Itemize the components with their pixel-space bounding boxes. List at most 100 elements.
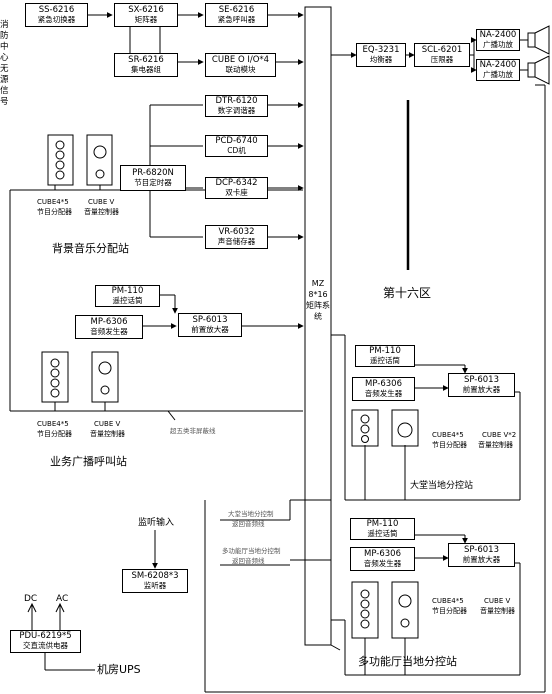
business-dist-label: CUBE4*5 bbox=[37, 420, 69, 428]
volume-controller-icon bbox=[86, 134, 113, 186]
emergency-switcher-model: SS-6216 bbox=[38, 4, 75, 15]
preamp-model: SP-6013 bbox=[192, 314, 228, 325]
timer-model: PR-6820N bbox=[132, 167, 174, 178]
cd-player-name: CD机 bbox=[227, 145, 246, 155]
hall-vol-label: CUBE V*2 bbox=[482, 431, 517, 439]
emergency-caller-box: SE-6216 紧急呼叫器 bbox=[205, 3, 268, 27]
remote-mic-box: PM-110 遥控话筒 bbox=[95, 285, 160, 307]
audio-generator-box: MP-6306 音频发生器 bbox=[350, 547, 415, 571]
audio-generator-name: 音频发生器 bbox=[364, 388, 403, 398]
multi-return-note-2: 返回音频线 bbox=[232, 557, 265, 565]
cassette-deck-box: DCP-6342 双卡座 bbox=[205, 177, 268, 199]
remote-mic-model: PM-110 bbox=[111, 285, 144, 296]
speaker-icon bbox=[527, 32, 536, 48]
emergency-switcher-box: SS-6216 紧急切换器 bbox=[25, 3, 88, 27]
multi-dist-name: 节目分配器 bbox=[432, 607, 467, 615]
power-supply-name: 交直流供电器 bbox=[23, 641, 68, 651]
power-amp-name: 广播功放 bbox=[483, 39, 513, 49]
limiter-name: 压限器 bbox=[430, 54, 454, 64]
hall-dist-name: 节目分配器 bbox=[432, 441, 467, 449]
ups-label: 机房UPS bbox=[97, 663, 141, 676]
remote-mic-box: PM-110 遥控话筒 bbox=[355, 345, 415, 367]
timer-box: PR-6820N 节目定时器 bbox=[120, 165, 186, 191]
power-amp-model: NA-2400 bbox=[479, 59, 517, 70]
audio-generator-model: MP-6306 bbox=[364, 548, 401, 559]
voice-recorder-box: VR-6032 声音储存器 bbox=[205, 225, 268, 249]
multi-return-note-1: 多功能厅当地分控制 bbox=[222, 547, 281, 555]
preamp-name: 前置放大器 bbox=[462, 384, 501, 394]
cube-io-box: CUBE O I/O*4 联动模块 bbox=[205, 53, 276, 77]
preamp-box: SP-6013 前置放大器 bbox=[448, 373, 515, 397]
bg-station-title: 背景音乐分配站 bbox=[52, 242, 129, 255]
monitor-model: SM-6208*3 bbox=[131, 570, 179, 581]
equalizer-name: 均衡器 bbox=[369, 54, 393, 64]
matrix-box bbox=[304, 6, 332, 646]
remote-mic-name: 遥控话筒 bbox=[367, 528, 398, 538]
multi-vol-label: CUBE V bbox=[484, 597, 511, 605]
emergency-caller-model: SE-6216 bbox=[218, 4, 255, 15]
tuner-box: DTR-6120 数字调谐器 bbox=[205, 95, 268, 117]
cd-player-box: PCD-6740 CD机 bbox=[205, 135, 268, 157]
multi-dist-label: CUBE4*5 bbox=[432, 597, 464, 605]
preamp-name: 前置放大器 bbox=[462, 554, 501, 564]
hall-vol-name: 音量控制器 bbox=[478, 441, 513, 449]
preamp-box: SP-6013 前置放大器 bbox=[178, 313, 242, 337]
preamp-box: SP-6013 前置放大器 bbox=[448, 543, 515, 567]
audio-generator-model: MP-6306 bbox=[365, 378, 402, 389]
zone-label: 第十六区 bbox=[383, 286, 432, 300]
volume-controller-icon bbox=[91, 351, 119, 403]
business-vol-label: CUBE V bbox=[94, 420, 121, 428]
bg-dist-name: 节目分配器 bbox=[37, 208, 72, 216]
timer-name: 节目定时器 bbox=[134, 177, 172, 187]
cube-io-model: CUBE O I/O*4 bbox=[211, 54, 270, 65]
cassette-deck-name: 双卡座 bbox=[225, 187, 248, 197]
matrix-router-model: SX-6216 bbox=[128, 4, 164, 15]
left-side-label: 消防中心无源信号 bbox=[0, 20, 9, 107]
bg-vol-label: CUBE V bbox=[88, 198, 115, 206]
business-vol-name: 音量控制器 bbox=[90, 430, 125, 438]
audio-generator-model: MP-6306 bbox=[90, 316, 128, 327]
voice-recorder-model: VR-6032 bbox=[218, 226, 255, 237]
hall-station-title: 大堂当地分控站 bbox=[410, 481, 474, 491]
cd-player-model: PCD-6740 bbox=[215, 135, 258, 146]
power-amp-name: 广播功放 bbox=[483, 69, 513, 79]
audio-generator-box: MP-6306 音频发生器 bbox=[75, 315, 143, 339]
bg-vol-name: 音量控制器 bbox=[84, 208, 119, 216]
collector-box: SR-6216 集电器组 bbox=[114, 53, 178, 77]
program-distributor-icon bbox=[351, 581, 379, 639]
monitor-input-label: 监听输入 bbox=[138, 518, 175, 528]
remote-mic-box: PM-110 遥控话筒 bbox=[350, 518, 415, 540]
remote-mic-model: PM-110 bbox=[369, 345, 401, 356]
hall-return-note-1: 大堂当地分控制 bbox=[228, 510, 274, 518]
preamp-name: 前置放大器 bbox=[191, 324, 229, 334]
multi-vol-name: 音量控制器 bbox=[480, 607, 515, 615]
cassette-deck-model: DCP-6342 bbox=[215, 177, 258, 188]
cube-io-name: 联动模块 bbox=[225, 64, 256, 74]
remote-mic-name: 遥控话筒 bbox=[112, 295, 143, 305]
collector-name: 集电器组 bbox=[131, 64, 161, 74]
remote-mic-model: PM-110 bbox=[366, 518, 399, 529]
voice-recorder-name: 声音储存器 bbox=[217, 236, 256, 246]
limiter-model: SCL-6201 bbox=[421, 44, 463, 55]
power-amp-model: NA-2400 bbox=[479, 29, 517, 40]
business-dist-name: 节目分配器 bbox=[37, 430, 72, 438]
speaker-cone-icon bbox=[534, 55, 550, 85]
bg-dist-label: CUBE4*5 bbox=[37, 198, 69, 206]
monitor-box: SM-6208*3 监听器 bbox=[122, 569, 188, 593]
preamp-model: SP-6013 bbox=[463, 374, 500, 385]
remote-mic-name: 遥控话筒 bbox=[370, 355, 400, 365]
power-amp-box: NA-2400 广播功放 bbox=[476, 29, 520, 51]
limiter-box: SCL-6201 压限器 bbox=[414, 43, 470, 67]
emergency-caller-name: 紧急呼叫器 bbox=[217, 14, 256, 24]
equalizer-model: EQ-3231 bbox=[362, 44, 400, 55]
ac-label: AC bbox=[56, 594, 69, 604]
monitor-name: 监听器 bbox=[143, 580, 167, 590]
multi-station-title: 多功能厅当地分控站 bbox=[358, 655, 457, 668]
volume-controller-icon bbox=[391, 409, 419, 447]
tuner-model: DTR-6120 bbox=[215, 95, 258, 106]
matrix-router-box: SX-6216 矩阵器 bbox=[114, 3, 178, 27]
power-amp-box: NA-2400 广播功放 bbox=[476, 59, 520, 81]
program-distributor-icon bbox=[47, 134, 74, 186]
audio-generator-name: 音频发生器 bbox=[363, 558, 402, 568]
matrix-label: MZ 8*16 矩阵系统 bbox=[306, 279, 330, 321]
